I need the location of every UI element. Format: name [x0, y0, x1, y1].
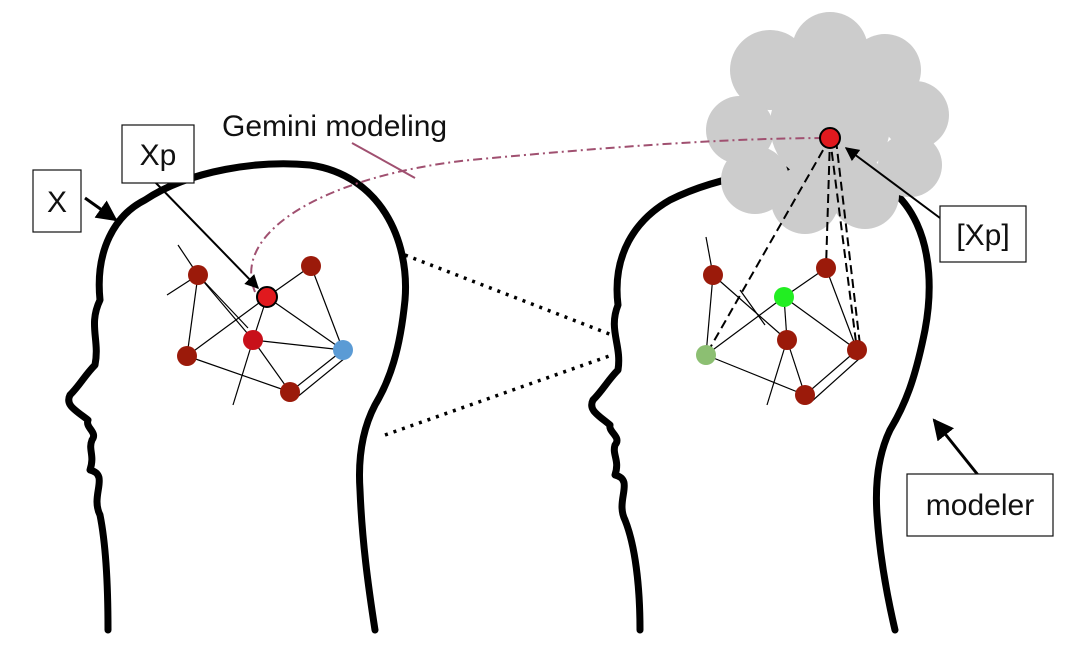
network-node — [280, 382, 300, 402]
right-head-outline — [588, 165, 933, 634]
x-label: X — [47, 186, 67, 219]
x-arrow — [84, 196, 118, 222]
right-network-edges — [705, 236, 861, 406]
modeler-label-box: modeler — [906, 473, 1054, 537]
xp-arrow — [154, 181, 259, 290]
xp-label-box: Xp — [121, 124, 195, 184]
cloud-model-links — [705, 137, 861, 356]
gemini-label-leader — [351, 142, 416, 179]
network-node — [795, 385, 815, 405]
right-network-nodes — [696, 258, 867, 405]
xp-label: Xp — [140, 139, 177, 172]
dotted-perspective-line-top — [404, 253, 613, 337]
xp-node — [256, 286, 278, 308]
modeler-label: modeler — [926, 489, 1034, 522]
modeler-arrow — [932, 418, 980, 476]
network-node-bright-green — [774, 287, 794, 307]
left-head-outline — [65, 160, 410, 634]
network-node — [188, 265, 208, 285]
network-node — [177, 346, 197, 366]
xp-model-label-box: [Xp] — [939, 205, 1027, 263]
network-node — [243, 330, 263, 350]
network-node — [816, 258, 836, 278]
dotted-perspective-line-bottom — [384, 353, 613, 437]
x-label-box: X — [32, 169, 82, 233]
network-node — [777, 330, 797, 350]
left-network-nodes — [177, 256, 353, 402]
xp-model-arrow — [844, 147, 941, 219]
network-node-pale-green — [696, 345, 716, 365]
gemini-modeling-label: Gemini modeling — [222, 110, 447, 143]
network-node — [301, 256, 321, 276]
xp-model-node — [819, 127, 841, 149]
xp-model-label: [Xp] — [956, 219, 1009, 252]
gemini-modeling-curve — [250, 137, 831, 293]
network-node-blue — [333, 340, 353, 360]
network-node — [703, 265, 723, 285]
network-node — [847, 340, 867, 360]
